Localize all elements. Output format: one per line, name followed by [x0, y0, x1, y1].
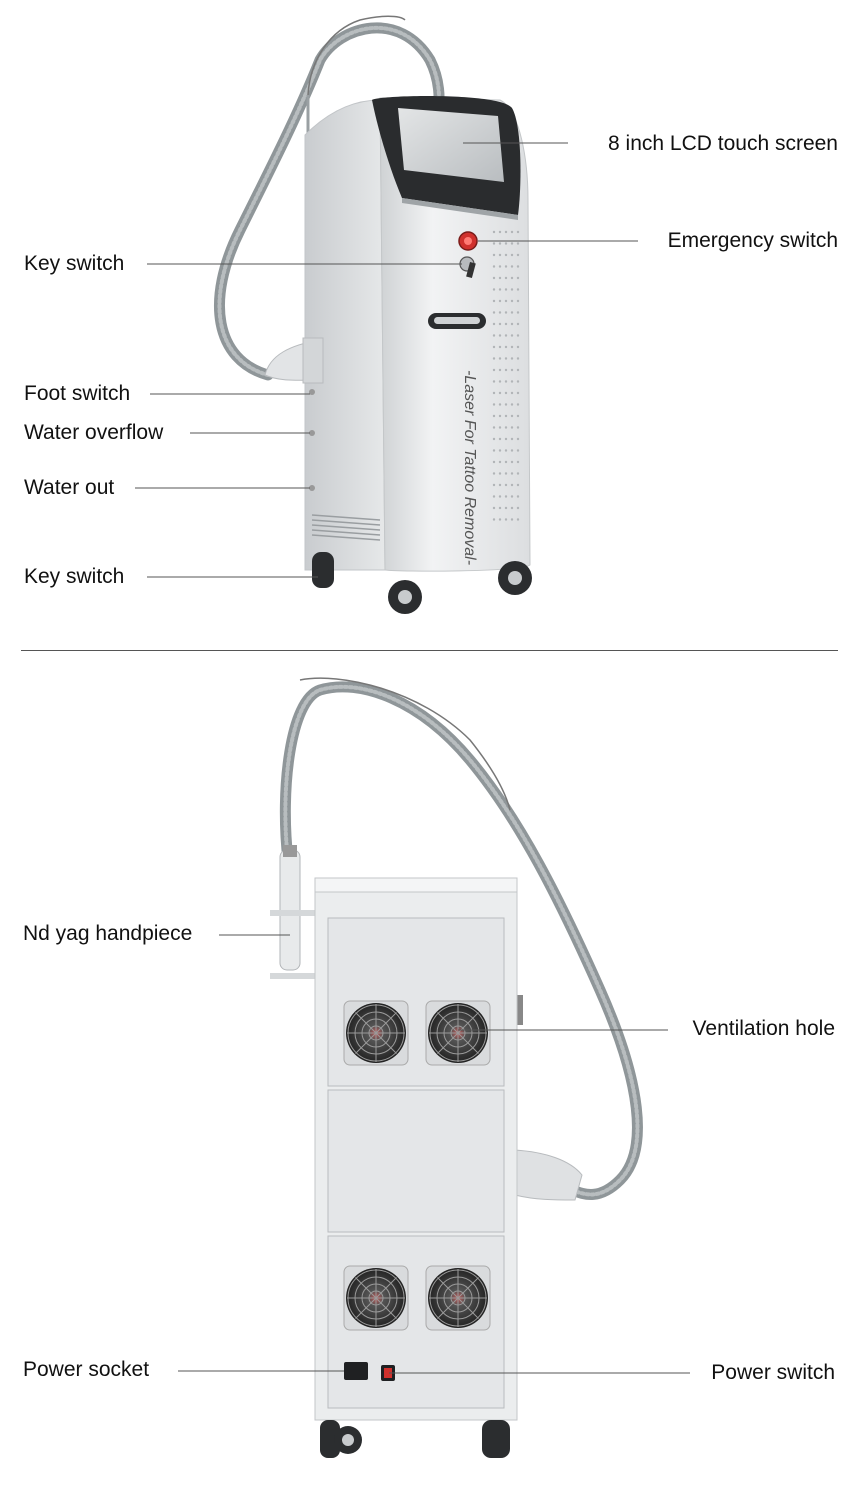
- label-ventilation-hole: Ventilation hole: [692, 1017, 835, 1040]
- section-divider: [21, 650, 838, 651]
- label-nd-yag-handpiece: Nd yag handpiece: [23, 922, 193, 945]
- back-wheels: [320, 1420, 510, 1458]
- front-wheels: [312, 552, 532, 614]
- lcd-screen: [398, 108, 504, 182]
- side-vent-slots: [311, 514, 381, 541]
- fan-3: [343, 1265, 409, 1331]
- label-foot-switch: Foot switch: [24, 382, 131, 405]
- front-leaders: [135, 142, 638, 578]
- label-key-switch-bottom: Key switch: [24, 565, 125, 588]
- back-leaders: [178, 934, 690, 1374]
- ventilation-fans: [343, 1000, 491, 1331]
- fan-4: [425, 1265, 491, 1331]
- brand-text: -Laser For Tattoo Removal-: [461, 370, 478, 565]
- label-lcd-touch-screen: 8 inch LCD touch screen: [608, 132, 838, 155]
- label-power-socket: Power socket: [23, 1358, 150, 1381]
- back-machine: [270, 677, 643, 1458]
- front-side-panel: [304, 99, 386, 571]
- label-water-overflow: Water overflow: [24, 421, 164, 444]
- label-power-switch: Power switch: [711, 1361, 835, 1384]
- fan-1: [343, 1000, 409, 1066]
- label-emergency-switch: Emergency switch: [667, 229, 838, 252]
- label-water-out: Water out: [24, 476, 115, 499]
- fan-2: [425, 1000, 491, 1066]
- front-machine: -Laser For Tattoo Removal-: [214, 15, 532, 614]
- front-vent-dots: [492, 230, 520, 521]
- power-socket: [344, 1362, 368, 1380]
- label-key-switch-top: Key switch: [24, 252, 125, 275]
